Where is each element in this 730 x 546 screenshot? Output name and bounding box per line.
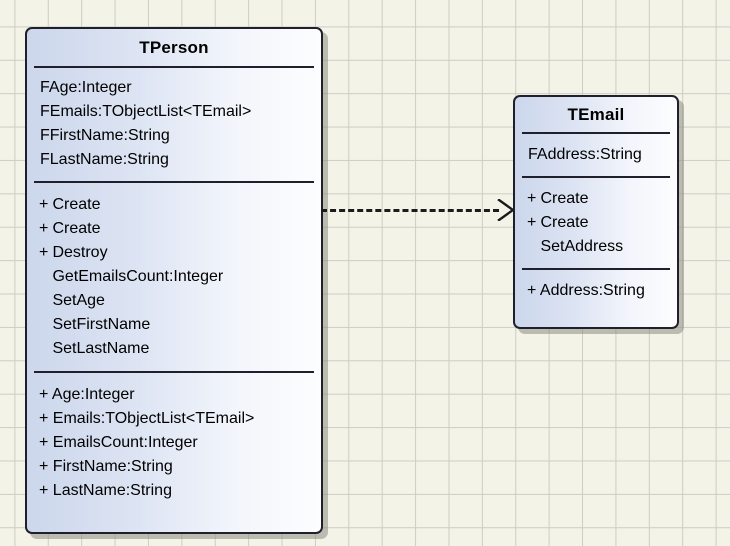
tperson-property-row: + LastName:String	[27, 479, 321, 503]
tperson-field-row: FEmails:TObjectList<TEmail>	[40, 103, 252, 120]
temail-title-compartment: TEmail	[515, 97, 677, 132]
tperson-separator-2	[34, 181, 314, 183]
dependency-line-tperson-temail	[321, 209, 499, 212]
tperson-method-row: SetFirstName	[27, 313, 321, 337]
visibility-marker: +	[39, 482, 49, 499]
temail-property-row: + Address:String	[515, 279, 677, 303]
tperson-property-row: + Emails:TObjectList<TEmail>	[27, 407, 321, 431]
tperson-field-row: FLastName:String	[40, 151, 169, 168]
tperson-method-row: + Create	[27, 193, 321, 217]
visibility-marker: +	[39, 244, 49, 261]
tperson-separator-3	[34, 371, 314, 373]
method-label: SetFirstName	[52, 316, 151, 333]
uml-class-temail[interactable]: TEmail FAddress:String + Create + Create…	[513, 95, 679, 329]
method-label: Create	[540, 190, 589, 207]
tperson-methods-compartment: + Create + Create + Destroy GetEmailsCou…	[27, 183, 321, 371]
temail-fields-compartment: FAddress:String	[515, 134, 677, 176]
visibility-marker: +	[39, 386, 49, 403]
visibility-marker: +	[39, 196, 49, 213]
method-label: SetAge	[52, 292, 105, 309]
temail-separator-3	[522, 268, 670, 270]
property-label: EmailsCount:Integer	[52, 434, 198, 451]
visibility-marker: +	[527, 282, 537, 299]
tperson-field-row: FAge:Integer	[40, 79, 132, 96]
temail-method-row: + Create	[515, 211, 677, 235]
visibility-marker: +	[527, 214, 537, 231]
tperson-property-row: + Age:Integer	[27, 383, 321, 407]
tperson-class-name: TPerson	[139, 38, 209, 57]
tperson-property-row: + FirstName:String	[27, 455, 321, 479]
method-label: Create	[52, 196, 101, 213]
property-label: Age:Integer	[51, 386, 135, 403]
method-label: Create	[540, 214, 589, 231]
method-label: Create	[52, 220, 101, 237]
tperson-properties-compartment: + Age:Integer + Emails:TObjectList<TEmai…	[27, 373, 321, 511]
temail-field-row: FAddress:String	[528, 146, 642, 163]
property-label: LastName:String	[52, 482, 172, 499]
method-label: SetAddress	[540, 238, 624, 255]
tperson-title-compartment: TPerson	[27, 29, 321, 66]
temail-method-row: SetAddress	[515, 235, 677, 259]
temail-methods-compartment: + Create + Create SetAddress	[515, 178, 677, 268]
dependency-open-arrowhead-icon	[497, 199, 515, 221]
method-label: Destroy	[52, 244, 108, 261]
visibility-marker: +	[39, 410, 49, 427]
tperson-field-row: FFirstName:String	[40, 127, 170, 144]
temail-separator-2	[522, 176, 670, 178]
tperson-method-row: SetAge	[27, 289, 321, 313]
tperson-fields-compartment: FAge:Integer FEmails:TObjectList<TEmail>…	[27, 68, 321, 181]
property-label: Address:String	[539, 282, 645, 299]
tperson-separator-1	[34, 66, 314, 68]
property-label: FirstName:String	[52, 458, 173, 475]
method-label: SetLastName	[52, 340, 150, 357]
tperson-property-row: + EmailsCount:Integer	[27, 431, 321, 455]
visibility-marker: +	[39, 458, 49, 475]
tperson-method-row: GetEmailsCount:Integer	[27, 265, 321, 289]
visibility-marker: +	[39, 220, 49, 237]
temail-separator-1	[522, 132, 670, 134]
uml-class-tperson[interactable]: TPerson FAge:Integer FEmails:TObjectList…	[25, 27, 323, 534]
tperson-method-row: + Destroy	[27, 241, 321, 265]
temail-class-name: TEmail	[567, 105, 625, 124]
tperson-method-row: SetLastName	[27, 337, 321, 361]
property-label: Emails:TObjectList<TEmail>	[52, 410, 255, 427]
temail-method-row: + Create	[515, 187, 677, 211]
tperson-method-row: + Create	[27, 217, 321, 241]
visibility-marker: +	[527, 190, 537, 207]
temail-properties-compartment: + Address:String	[515, 270, 677, 311]
method-label: GetEmailsCount:Integer	[52, 268, 224, 285]
visibility-marker: +	[39, 434, 49, 451]
